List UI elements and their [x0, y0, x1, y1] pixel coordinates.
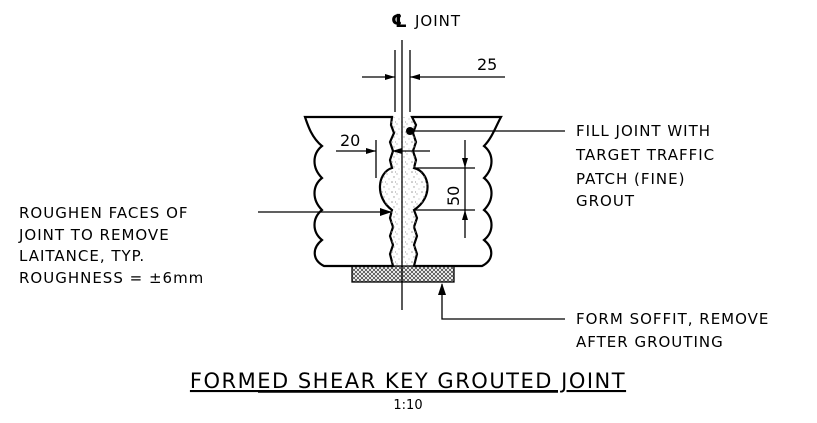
drawing-title: FORMED SHEAR KEY GROUTED JOINT [190, 369, 626, 393]
note-fill-line4: GROUT [576, 192, 635, 210]
dim-joint-width [362, 74, 505, 80]
dim-key-depth [336, 140, 430, 178]
note-roughen-line2: JOINT TO REMOVE [18, 226, 170, 244]
dim-key-height [414, 140, 475, 238]
leader-roughen [258, 208, 392, 216]
centerline-label: JOINT [414, 12, 461, 30]
note-soffit-line2: AFTER GROUTING [576, 333, 724, 351]
note-fill-line1: FILL JOINT WITH [576, 122, 711, 140]
note-fill-line2: TARGET TRAFFIC [575, 146, 715, 164]
note-roughen-line3: LAITANCE, TYP. [19, 247, 145, 265]
dim-20-label: 20 [340, 131, 360, 150]
soffit-form [351, 265, 455, 283]
leader-fill [406, 127, 565, 135]
leader-soffit [438, 283, 565, 320]
dim-50-label: 50 [444, 186, 463, 206]
centerline-symbol: ℄ [391, 11, 408, 32]
dim-25-label: 25 [477, 55, 497, 74]
note-soffit-line1: FORM SOFFIT, REMOVE [576, 310, 769, 328]
note-fill-line3: PATCH (FINE) [576, 170, 685, 188]
grout-fill [379, 117, 428, 266]
note-roughen-line4: ROUGHNESS = ±6mm [19, 269, 204, 287]
drawing-scale: 1:10 [393, 398, 422, 413]
note-roughen-line1: ROUGHEN FACES OF [19, 204, 189, 222]
